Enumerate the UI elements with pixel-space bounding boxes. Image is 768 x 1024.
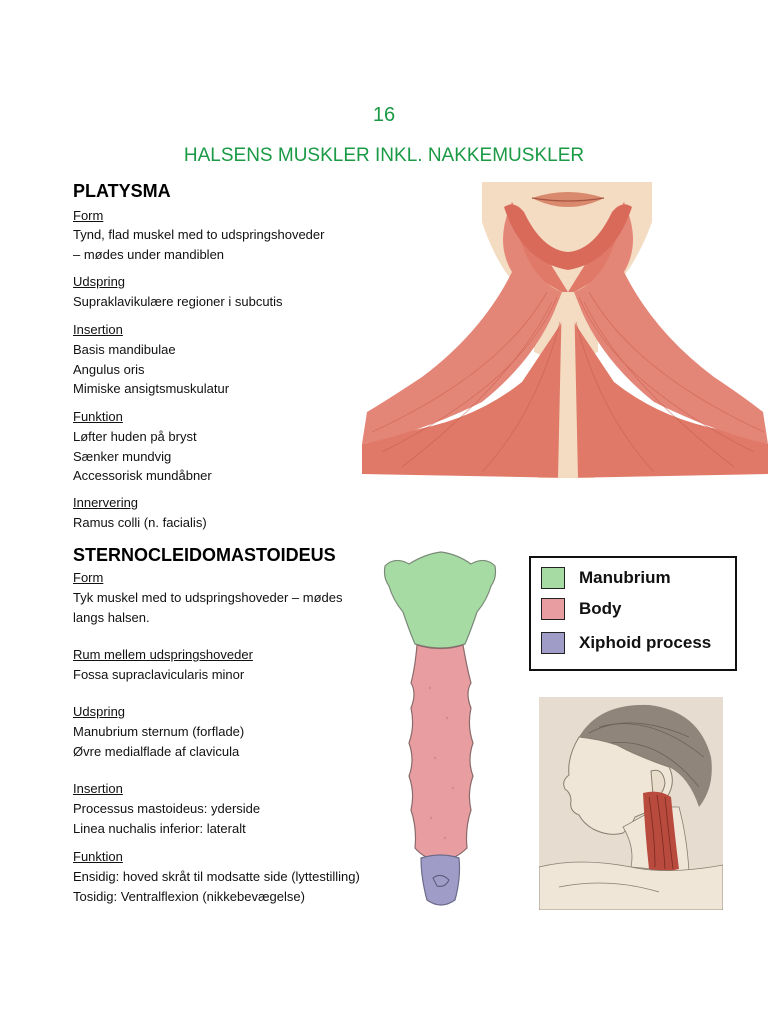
text-line: Tynd, flad muskel med to udspringshovede… [73,227,325,242]
sternum-legend: Manubrium Body Xiphoid process [529,556,737,671]
platysma-funktion-text: Løfter huden på bryst Sænker mundvig Acc… [73,427,212,486]
text-line: Mimiske ansigtsmuskulatur [73,381,230,396]
text-line: Sænker mundvig [73,448,172,464]
text-line: Linea nuchalis inferior: lateralt [73,820,246,836]
page-number: 16 [372,104,396,126]
text-line: Manubrium sternum (forflade) [73,724,245,739]
scm-rum-text: Fossa supraclavicularis minor [73,665,244,685]
legend-label: Manubrium [579,568,671,587]
platysma-heading: PLATYSMA [73,181,171,201]
text-line: Løfter huden på bryst [73,429,197,444]
text-line: Basis mandibulae [73,342,176,357]
text-line: Fossa supraclavicularis minor [73,667,245,682]
text-line: Accessorisk mundåbner [73,468,212,483]
text-line: Tyk muskel med to udspringshoveder – mød… [73,590,343,605]
legend-swatch [541,598,565,620]
platysma-funktion-label: Funktion [73,409,123,424]
text-line: – mødes under mandiblen [73,246,225,262]
text-line: Ramus colli (n. facialis) [73,515,207,530]
scm-udspring-label: Udspring [73,704,126,719]
platysma-form-text: Tynd, flad muskel med to udspringshovede… [73,225,324,264]
legend-label: Body [579,599,622,618]
scm-heading: STERNOCLEIDOMASTOIDEUS [73,545,336,565]
scm-udspring-text: Manubrium sternum (forflade) Øvre medial… [73,722,244,761]
platysma-udspring-label: Udspring [73,274,126,289]
page-title: HALSENS MUSKLER INKL. NAKKEMUSKLER [183,145,585,166]
platysma-insertion-text: Basis mandibulae Angulus oris Mimiske an… [73,340,229,399]
text-line: langs halsen. [73,609,150,625]
scm-form-text: Tyk muskel med to udspringshoveder – mød… [73,588,343,627]
legend-label: Xiphoid process [579,633,712,652]
scm-form-label: Form [73,570,104,585]
text-line: Øvre medialflade af clavicula [73,743,240,759]
platysma-udspring-text: Supraklavikulære regioner i subcutis [73,292,283,312]
text-line: Ensidig: hoved skråt til modsatte side (… [73,869,360,884]
platysma-innervering-label: Innervering [73,495,139,510]
scm-funktion-text: Ensidig: hoved skråt til modsatte side (… [73,867,360,906]
scm-insertion-text: Processus mastoideus: yderside Linea nuc… [73,799,260,838]
legend-swatch [541,567,565,589]
text-line: Supraklavikulære regioner i subcutis [73,294,283,309]
sternum-illustration [383,551,497,906]
platysma-innervering-text: Ramus colli (n. facialis) [73,513,207,533]
text-line: Angulus oris [73,361,145,377]
platysma-insertion-label: Insertion [73,322,123,337]
scm-head-illustration [539,697,723,910]
legend-swatch [541,632,565,654]
text-line: Processus mastoideus: yderside [73,801,261,816]
scm-insertion-label: Insertion [73,781,123,796]
scm-rum-label: Rum mellem udspringshoveder [73,647,253,662]
platysma-illustration [362,182,768,478]
platysma-form-label: Form [73,208,104,223]
text-line: Tosidig: Ventralflexion (nikkebevægelse) [73,888,305,904]
scm-funktion-label: Funktion [73,849,123,864]
